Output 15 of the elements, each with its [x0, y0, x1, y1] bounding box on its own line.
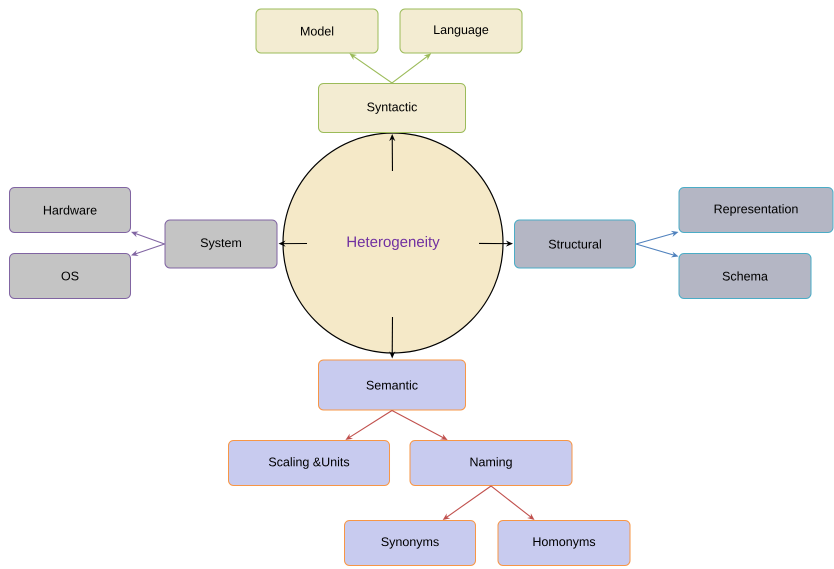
circle-node: Heterogeneity	[282, 132, 504, 354]
process-box: System	[164, 220, 278, 268]
process-box: Synonyms	[344, 520, 476, 566]
process-box: Representation	[678, 187, 834, 233]
process-box: Semantic	[318, 360, 466, 410]
process-box: Structural	[514, 220, 636, 268]
process-box: Model	[256, 8, 378, 54]
process-box: Naming	[410, 440, 572, 486]
process-box: OS	[9, 253, 131, 299]
process-box: Homonyms	[498, 520, 630, 566]
process-box: Language	[400, 8, 522, 54]
process-box: Syntactic	[318, 83, 466, 133]
process-box: Hardware	[9, 187, 131, 233]
process-box: Scaling &Units	[228, 440, 390, 486]
process-box: Schema	[678, 253, 812, 299]
